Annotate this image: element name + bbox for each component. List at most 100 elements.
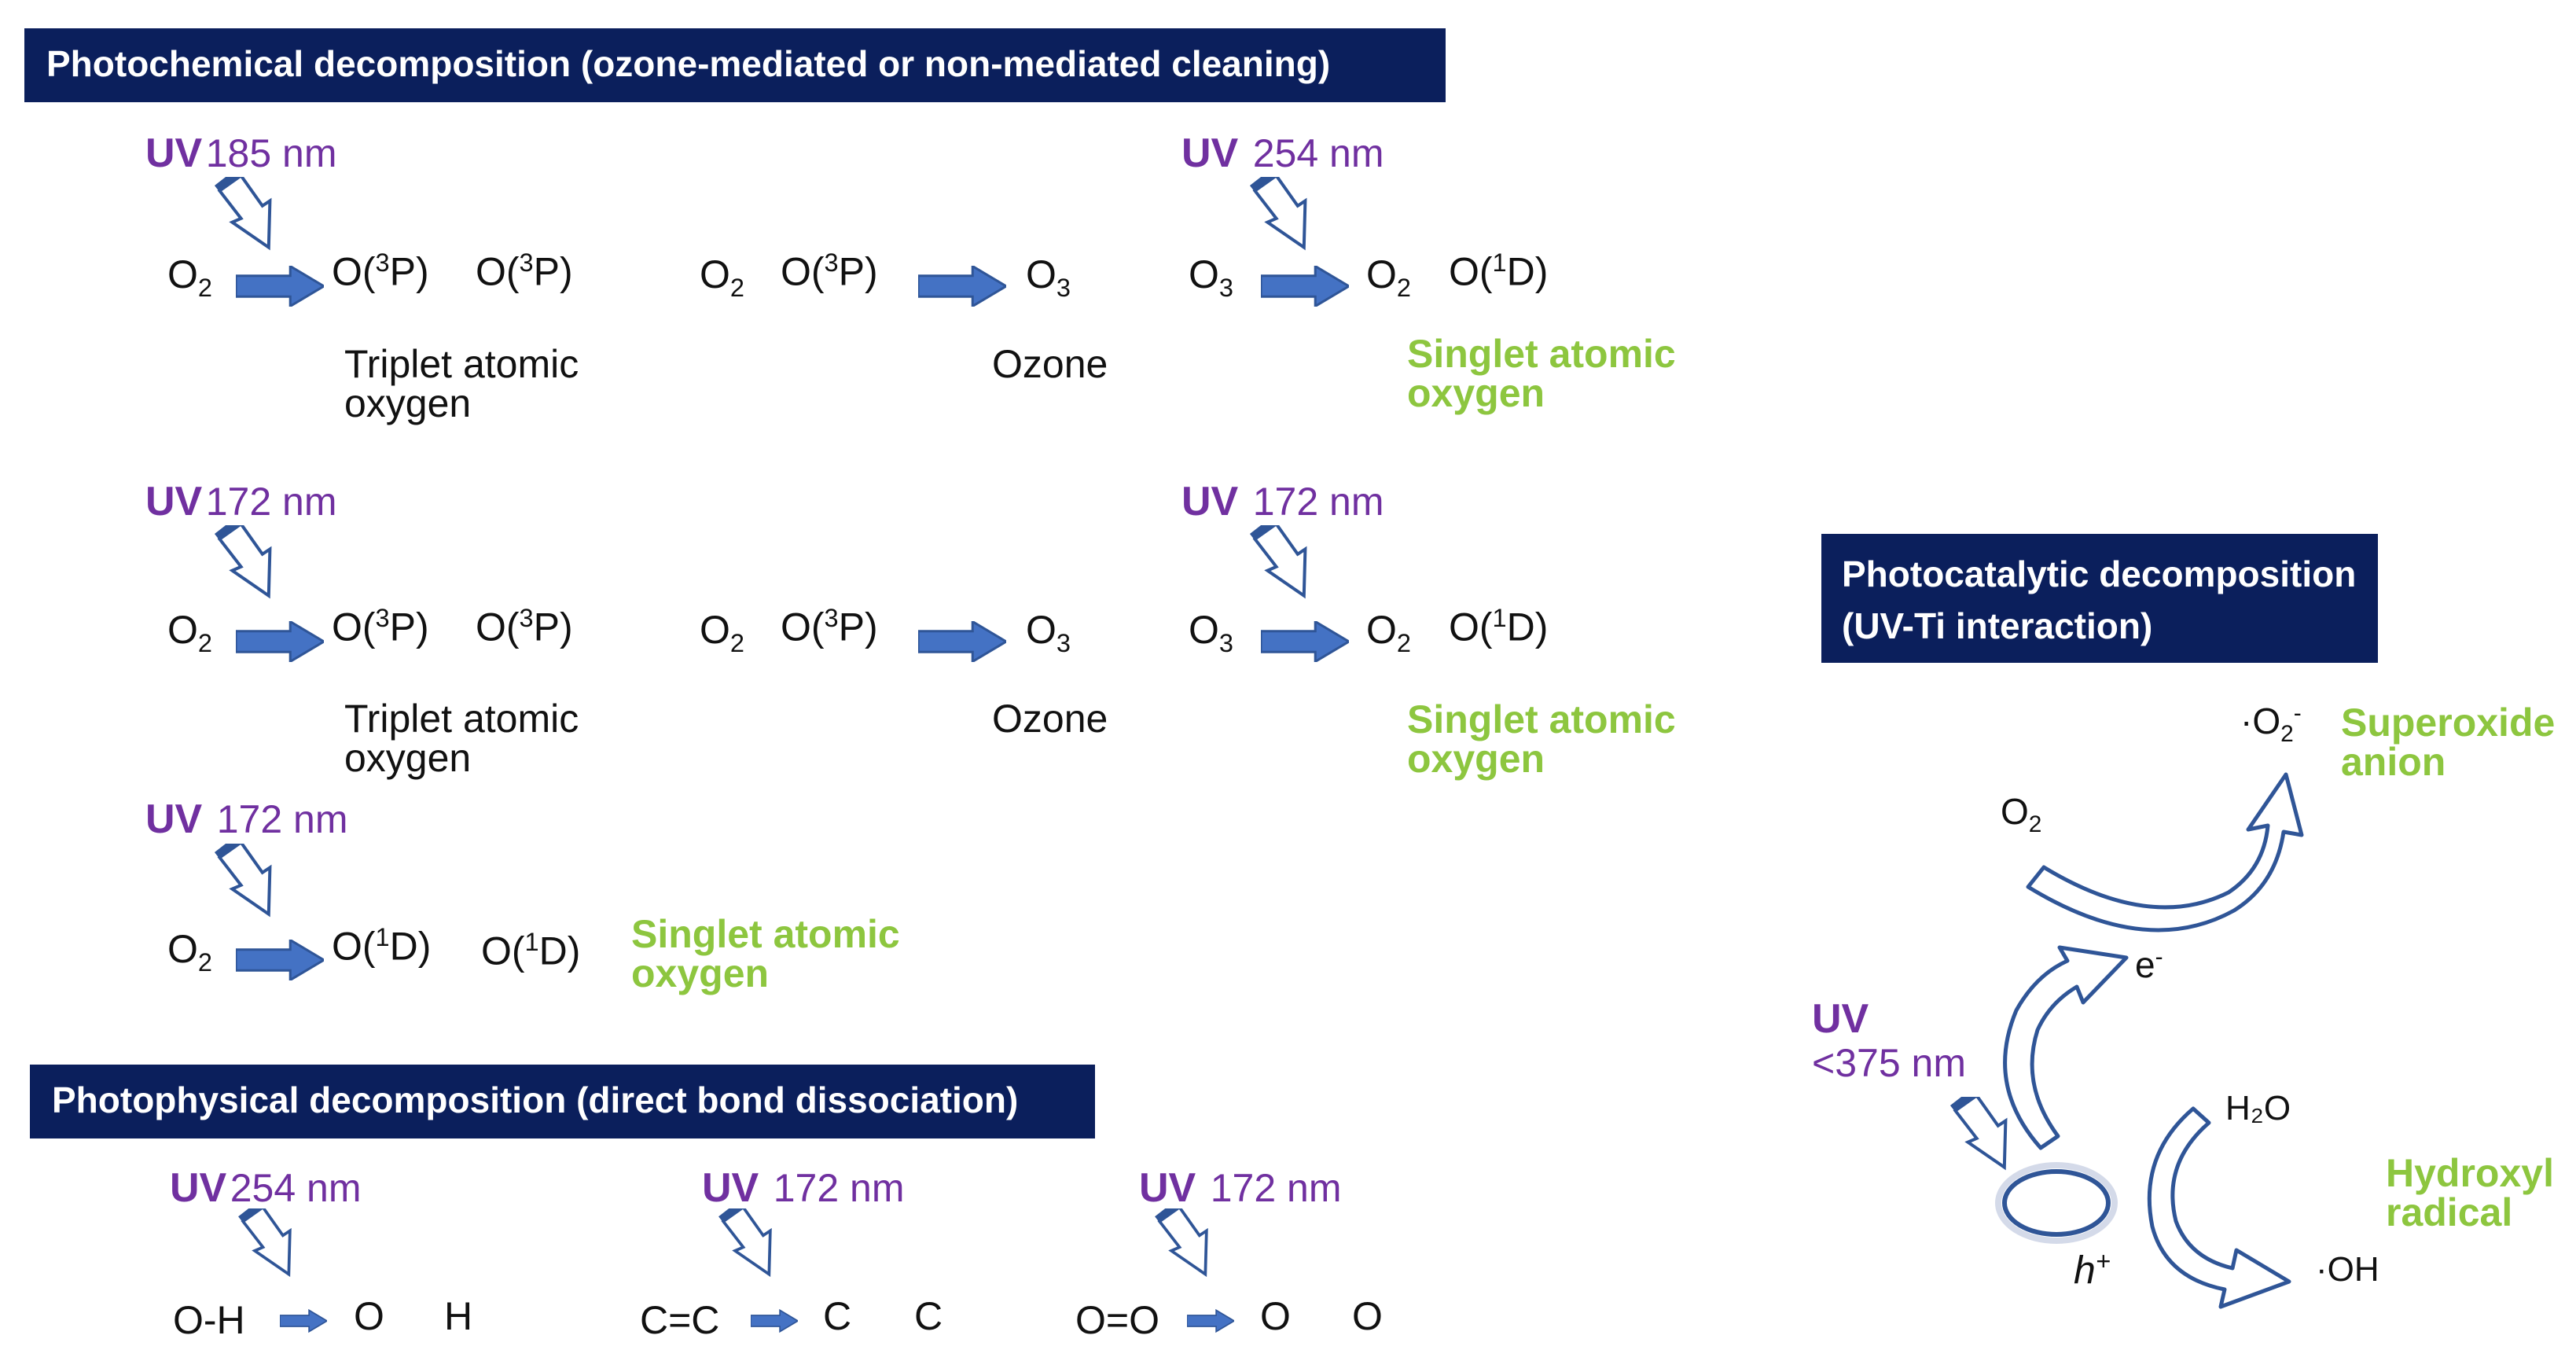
row2-uv-a: UV 172 nm [145, 478, 336, 525]
uv-arrow [1250, 170, 1305, 247]
hydroxyl-species: ·OH [2316, 1250, 2379, 1289]
wavelength: 172 nm [1252, 480, 1384, 524]
photocatalytic-uv: UV <375 nm [1812, 997, 1966, 1085]
uv-arrow [1155, 1202, 1207, 1275]
uv-label: UV [702, 1165, 759, 1211]
row1-o3-product: O3 [1026, 252, 1071, 302]
uv-label: UV [1181, 131, 1239, 176]
oo-product-o1: O [1260, 1294, 1291, 1338]
row1-triplet-label: Triplet atomic oxygen [344, 342, 579, 425]
row1-triplet-product-2: O(3P) [476, 248, 573, 294]
h2o-label: H₂O [2225, 1089, 2291, 1127]
row1-o2-reactant: O2 [167, 252, 212, 302]
uv-label: UV [1181, 479, 1239, 524]
row2-o2-reactant: O2 [167, 608, 212, 657]
cc-reactant: C=C [640, 1298, 720, 1342]
wavelength: 254 nm [1252, 131, 1384, 175]
uv-arrow [1950, 1090, 2005, 1167]
reaction-arrow [751, 1309, 798, 1333]
cc-product-c2: C [914, 1294, 943, 1338]
uv-label: UV [170, 1165, 227, 1211]
reaction-arrow [918, 621, 1006, 662]
wavelength: 172 nm [773, 1166, 905, 1210]
wavelength: 254 nm [230, 1166, 362, 1210]
wavelength: 172 nm [1210, 1166, 1342, 1210]
row2-triplet-b: O(3P) [781, 604, 878, 649]
wavelength: <375 nm [1812, 1041, 1966, 1085]
oh-uv: UV 254 nm [170, 1164, 361, 1212]
superoxide-species: ·O2- [2240, 700, 2302, 748]
photophysical-title-banner: Photophysical decomposition (direct bond… [30, 1065, 1095, 1138]
oh-product-h: H [444, 1294, 473, 1338]
uv-arrow [215, 518, 270, 595]
cc-uv: UV 172 nm [702, 1164, 904, 1212]
reaction-arrow [236, 266, 324, 307]
tio2-particle [2002, 1169, 2111, 1237]
uv-arrow [215, 170, 270, 247]
photocatalytic-title-line2: (UV-Ti interaction) [1842, 605, 2153, 646]
row2-triplet-label: Triplet atomic oxygen [344, 697, 579, 780]
oo-uv: UV 172 nm [1139, 1164, 1341, 1212]
photochemical-title: Photochemical decomposition (ozone-media… [46, 43, 1331, 84]
row3-singlet-product-2: O(1D) [481, 928, 581, 973]
reaction-arrow [280, 1309, 327, 1333]
uv-label: UV [145, 796, 203, 842]
oh-reactant: O-H [173, 1298, 245, 1342]
row2-o2-b: O2 [700, 608, 744, 657]
hydroxyl-label: Hydroxyl radical [2386, 1151, 2554, 1234]
hole-label: h+ [2074, 1247, 2111, 1293]
photocatalytic-title-banner: Photocatalytic decomposition (UV-Ti inte… [1821, 534, 2378, 663]
uv-arrow [215, 837, 270, 914]
cc-product-c1: C [823, 1294, 852, 1338]
row1-o2-b: O2 [700, 252, 744, 302]
superoxide-curved-arrow [2026, 772, 2304, 932]
hydroxyl-curved-arrow [2147, 1106, 2291, 1309]
row1-uv-a: UV 185 nm [145, 130, 336, 177]
photophysical-title: Photophysical decomposition (direct bond… [52, 1080, 1019, 1120]
oo-reactant: O=O [1075, 1298, 1159, 1342]
reaction-arrow [918, 266, 1006, 307]
reaction-arrow [236, 940, 324, 980]
wavelength: 172 nm [216, 797, 348, 841]
wavelength: 172 nm [205, 480, 337, 524]
reaction-arrow [236, 621, 324, 662]
row1-o2-product: O2 [1366, 252, 1411, 302]
wavelength: 185 nm [205, 131, 337, 175]
row2-ozone-label: Ozone [992, 697, 1108, 741]
row3-o2-reactant: O2 [167, 927, 212, 977]
catalytic-o2: O2 [2001, 791, 2042, 838]
row3-singlet-label: Singlet atomic oxygen [631, 912, 900, 995]
row1-o3-reactant: O3 [1189, 252, 1233, 302]
uv-label: UV [1812, 996, 1869, 1042]
electron-curved-arrow [2003, 945, 2129, 1150]
oo-product-o2: O [1352, 1294, 1383, 1338]
oh-product-o: O [354, 1294, 384, 1338]
row2-o3-product: O3 [1026, 608, 1071, 657]
uv-arrow [718, 1202, 770, 1275]
reaction-arrow [1261, 621, 1349, 662]
reaction-arrow [1187, 1309, 1234, 1333]
electron-label: e- [2135, 944, 2163, 985]
reaction-arrow [1261, 266, 1349, 307]
superoxide-label: Superoxide anion [2341, 701, 2556, 784]
uv-arrow [238, 1202, 290, 1275]
row2-o3-reactant: O3 [1189, 608, 1233, 657]
row3-uv: UV 172 nm [145, 796, 347, 843]
uv-label: UV [145, 479, 203, 524]
row3-singlet-product-1: O(1D) [332, 923, 432, 969]
row1-uv-b: UV 254 nm [1181, 130, 1384, 177]
row1-singlet-label: Singlet atomic oxygen [1407, 332, 1676, 415]
row2-triplet-product-1: O(3P) [332, 604, 429, 649]
row2-o2-product: O2 [1366, 608, 1411, 657]
row1-triplet-b: O(3P) [781, 248, 878, 294]
row2-triplet-product-2: O(3P) [476, 604, 573, 649]
row1-triplet-product-1: O(3P) [332, 248, 429, 294]
photocatalytic-title-line1: Photocatalytic decomposition [1842, 554, 2357, 594]
photochemical-title-banner: Photochemical decomposition (ozone-media… [24, 28, 1446, 102]
row2-uv-b: UV 172 nm [1181, 478, 1384, 525]
row1-singlet-product: O(1D) [1449, 248, 1549, 294]
row2-singlet-label: Singlet atomic oxygen [1407, 697, 1676, 781]
uv-label: UV [145, 131, 203, 176]
uv-arrow [1250, 518, 1305, 595]
